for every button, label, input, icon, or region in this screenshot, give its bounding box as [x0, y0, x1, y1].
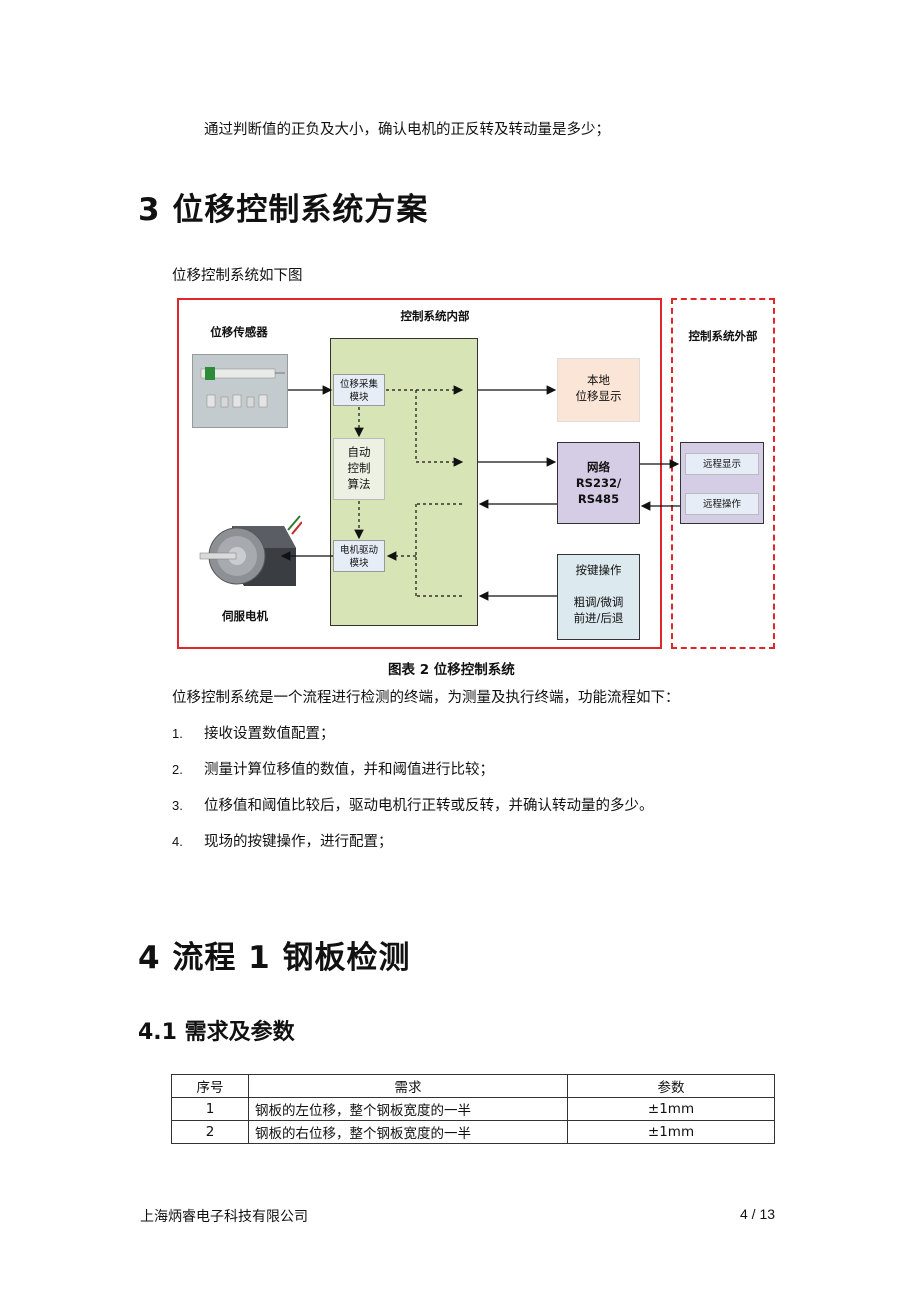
- list-item-text: 位移值和阈值比较后，驱动电机行正转或反转，并确认转动量的多少。: [204, 798, 654, 814]
- servo-motor-illustration: [199, 515, 303, 586]
- motor-label: 伺服电机: [222, 609, 268, 623]
- acquisition-module: 位移采集 模块: [333, 374, 385, 406]
- table-row: 2 钢板的右位移，整个钢板宽度的一半 ±1mm: [171, 1120, 775, 1144]
- figure-caption: 图表 2 位移控制系统: [388, 662, 515, 678]
- remote-operation-box: 远程操作: [685, 493, 759, 515]
- figure-intro-text: 位移控制系统如下图: [172, 268, 303, 284]
- control-system-diagram: 控制系统内部 控制系统外部 位移传感器 伺服电机: [170, 296, 780, 652]
- remote-box: 远程显示 远程操作: [680, 442, 764, 524]
- sensor-label: 位移传感器: [210, 325, 268, 339]
- table-cell: ±1mm: [567, 1097, 775, 1121]
- algorithm-label: 自动 控制 算法: [347, 445, 371, 491]
- inner-title: 控制系统内部: [400, 309, 470, 323]
- footer-page-number: 4 / 13: [740, 1206, 776, 1222]
- list-item-text: 接收设置数值配置；: [204, 726, 335, 742]
- drive-module: 电机驱动 模块: [333, 540, 385, 572]
- sensor-photo: [192, 354, 288, 428]
- table-cell: 钢板的右位移，整个钢板宽度的一半: [248, 1120, 568, 1144]
- steps-list: 1. 接收设置数值配置； 2. 测量计算位移值的数值，并和阈值进行比较； 3. …: [172, 724, 812, 868]
- list-item: 4. 现场的按键操作，进行配置；: [172, 832, 812, 868]
- section-4-1-heading: 4.1 需求及参数: [138, 1020, 295, 1045]
- footer-company: 上海炳睿电子科技有限公司: [140, 1209, 308, 1225]
- network-label: 网络 RS232/ RS485: [575, 460, 622, 506]
- requirements-table: 序号 需求 参数 1 钢板的左位移，整个钢板宽度的一半 ±1mm 2 钢板的右位…: [171, 1074, 775, 1144]
- table-cell: 2: [171, 1120, 249, 1144]
- list-item-number: 3.: [172, 798, 183, 813]
- table-header-cell: 序号: [171, 1074, 249, 1098]
- system-description: 位移控制系统是一个流程进行检测的终端，为测量及执行终端，功能流程如下：: [172, 690, 680, 706]
- outer-title: 控制系统外部: [688, 329, 758, 343]
- network-box: 网络 RS232/ RS485: [557, 442, 640, 524]
- table-cell: 1: [171, 1097, 249, 1121]
- diagram-connectors: [280, 385, 680, 601]
- remote-operation-label: 远程操作: [702, 499, 741, 510]
- algorithm-block: 自动 控制 算法: [333, 438, 385, 500]
- list-item-number: 1.: [172, 726, 183, 741]
- motor-photo: [192, 508, 303, 604]
- list-item-text: 测量计算位移值的数值，并和阈值进行比较；: [204, 762, 494, 778]
- key-operation-label: 按键操作 粗调/微调 前进/后退: [573, 563, 624, 625]
- table-header-row: 序号 需求 参数: [171, 1074, 775, 1098]
- local-display-box: 本地 位移显示: [557, 358, 640, 422]
- drive-module-label: 电机驱动 模块: [339, 545, 378, 569]
- table-cell: 钢板的左位移，整个钢板宽度的一半: [248, 1097, 568, 1121]
- list-item-number: 2.: [172, 762, 183, 777]
- local-display-label: 本地 位移显示: [575, 373, 622, 403]
- list-item: 2. 测量计算位移值的数值，并和阈值进行比较；: [172, 760, 812, 796]
- table-row: 1 钢板的左位移，整个钢板宽度的一半 ±1mm: [171, 1097, 775, 1121]
- key-operation-box: 按键操作 粗调/微调 前进/后退: [557, 554, 640, 640]
- list-item-text: 现场的按键操作，进行配置；: [204, 834, 393, 850]
- section-4-heading: 4 流程 1 钢板检测: [138, 940, 411, 976]
- remote-display-label: 远程显示: [702, 459, 741, 470]
- section-3-heading: 3 位移控制系统方案: [138, 192, 429, 228]
- inner-system-boundary: [177, 298, 662, 649]
- table-header-cell: 需求: [248, 1074, 568, 1098]
- table-header-cell: 参数: [567, 1074, 775, 1098]
- acquisition-module-label: 位移采集 模块: [339, 379, 378, 403]
- sensor-illustration: [193, 355, 287, 427]
- remote-display-box: 远程显示: [685, 453, 759, 475]
- intro-text: 通过判断值的正负及大小，确认电机的正反转及转动量是多少；: [204, 122, 610, 138]
- table-cell: ±1mm: [567, 1120, 775, 1144]
- list-item-number: 4.: [172, 834, 183, 849]
- list-item: 1. 接收设置数值配置；: [172, 724, 812, 760]
- outer-system-boundary: [671, 298, 775, 649]
- list-item: 3. 位移值和阈值比较后，驱动电机行正转或反转，并确认转动量的多少。: [172, 796, 812, 832]
